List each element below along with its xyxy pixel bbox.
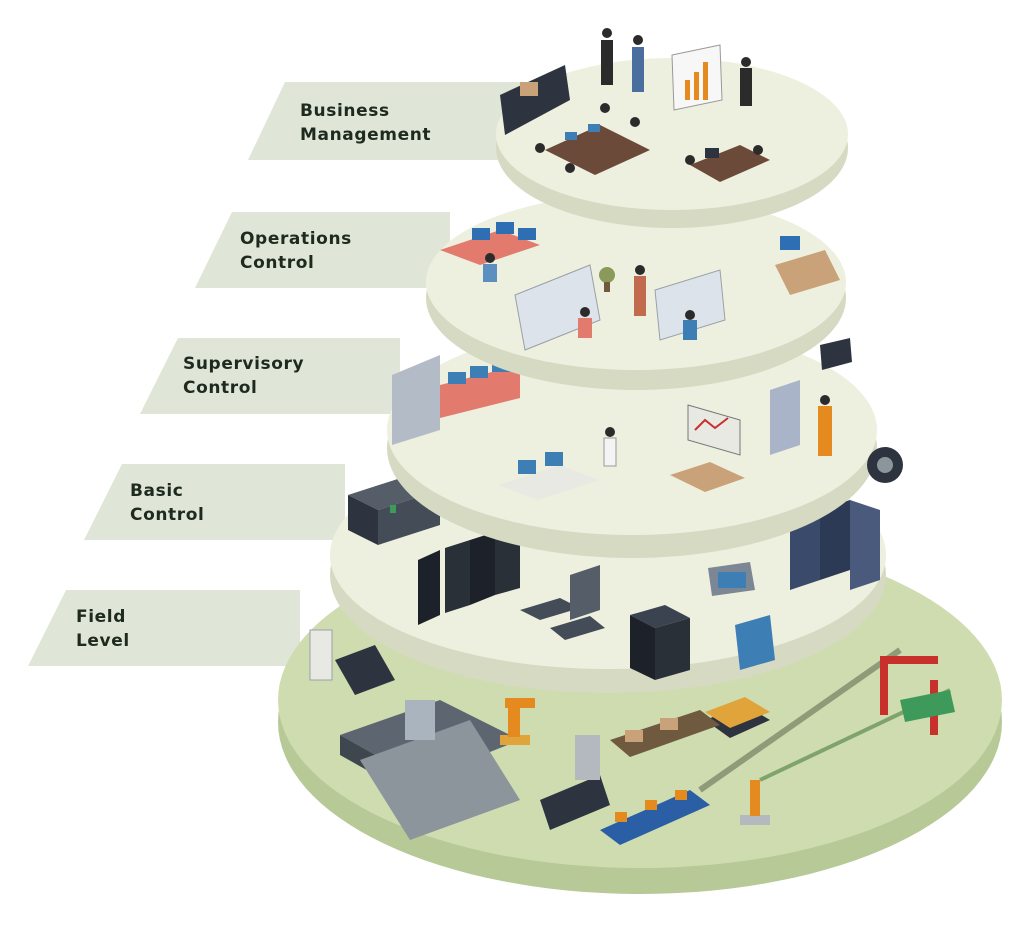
banner-business: Business Management xyxy=(248,82,520,160)
robot-arm-2-icon xyxy=(740,780,770,825)
banner-basic: Basic Control xyxy=(84,464,345,540)
control-unit-icon xyxy=(570,565,600,620)
label-supervisory-line2: Control xyxy=(183,378,257,398)
person-scientist-icon xyxy=(603,427,617,467)
platform-supervisory xyxy=(387,325,903,558)
meeting-table-icon xyxy=(545,124,650,175)
io-module-icon xyxy=(735,615,775,670)
lab-workstation-icon xyxy=(498,452,600,500)
gantry-robot-icon xyxy=(880,656,955,735)
cubicle-icon xyxy=(514,264,726,351)
cable-reel-icon xyxy=(867,447,903,483)
label-supervisory-line1: Supervisory xyxy=(183,354,304,374)
banner-operations: Operations Control xyxy=(195,212,450,288)
banner-field: Field Level xyxy=(28,590,300,666)
label-operations-line1: Operations xyxy=(240,229,352,249)
people-meeting-icon xyxy=(535,103,640,173)
server-cabinet-icon xyxy=(630,605,690,680)
person-worker-icon xyxy=(818,395,832,456)
label-business-line2: Management xyxy=(300,125,431,145)
pallet-conveyor-icon xyxy=(610,710,720,757)
small-conveyor-icon xyxy=(309,629,395,695)
plant-icon xyxy=(599,267,615,292)
robot-arm-icon xyxy=(500,698,535,745)
control-room-desk-icon xyxy=(392,355,520,445)
side-desk-icon xyxy=(775,236,840,295)
cnc-machine-icon xyxy=(340,700,520,840)
platform-operations xyxy=(426,194,846,390)
conveyor-belt-icon xyxy=(600,790,710,845)
operator-desk-icon xyxy=(440,222,540,265)
banner-supervisory: Supervisory Control xyxy=(140,338,400,414)
label-operations-line2: Control xyxy=(240,253,314,273)
label-field-line2: Level xyxy=(76,631,130,651)
wall-monitor-icon xyxy=(820,338,852,370)
dashboard-screen-icon xyxy=(687,404,741,456)
storage-shelf-icon xyxy=(770,380,800,455)
label-basic-line1: Basic xyxy=(130,481,183,501)
platform-business xyxy=(496,28,848,228)
desk-icon xyxy=(670,462,745,492)
handshake-people-icon xyxy=(601,28,644,92)
second-table-icon xyxy=(685,145,770,182)
chart-board-icon xyxy=(671,44,723,111)
sorting-machine-icon xyxy=(540,735,610,830)
person-operator-icon xyxy=(483,253,697,340)
label-basic-line2: Control xyxy=(130,505,204,525)
label-business-line1: Business xyxy=(300,101,390,121)
hmi-panel-icon xyxy=(708,562,755,596)
network-switch-icon xyxy=(520,598,605,640)
standing-person-icon xyxy=(634,265,646,316)
presenter-icon xyxy=(740,57,752,106)
controller-cabinets-icon xyxy=(790,500,880,590)
label-field-line1: Field xyxy=(76,607,126,627)
video-wall-icon xyxy=(500,65,570,135)
agv-icon xyxy=(705,697,770,738)
